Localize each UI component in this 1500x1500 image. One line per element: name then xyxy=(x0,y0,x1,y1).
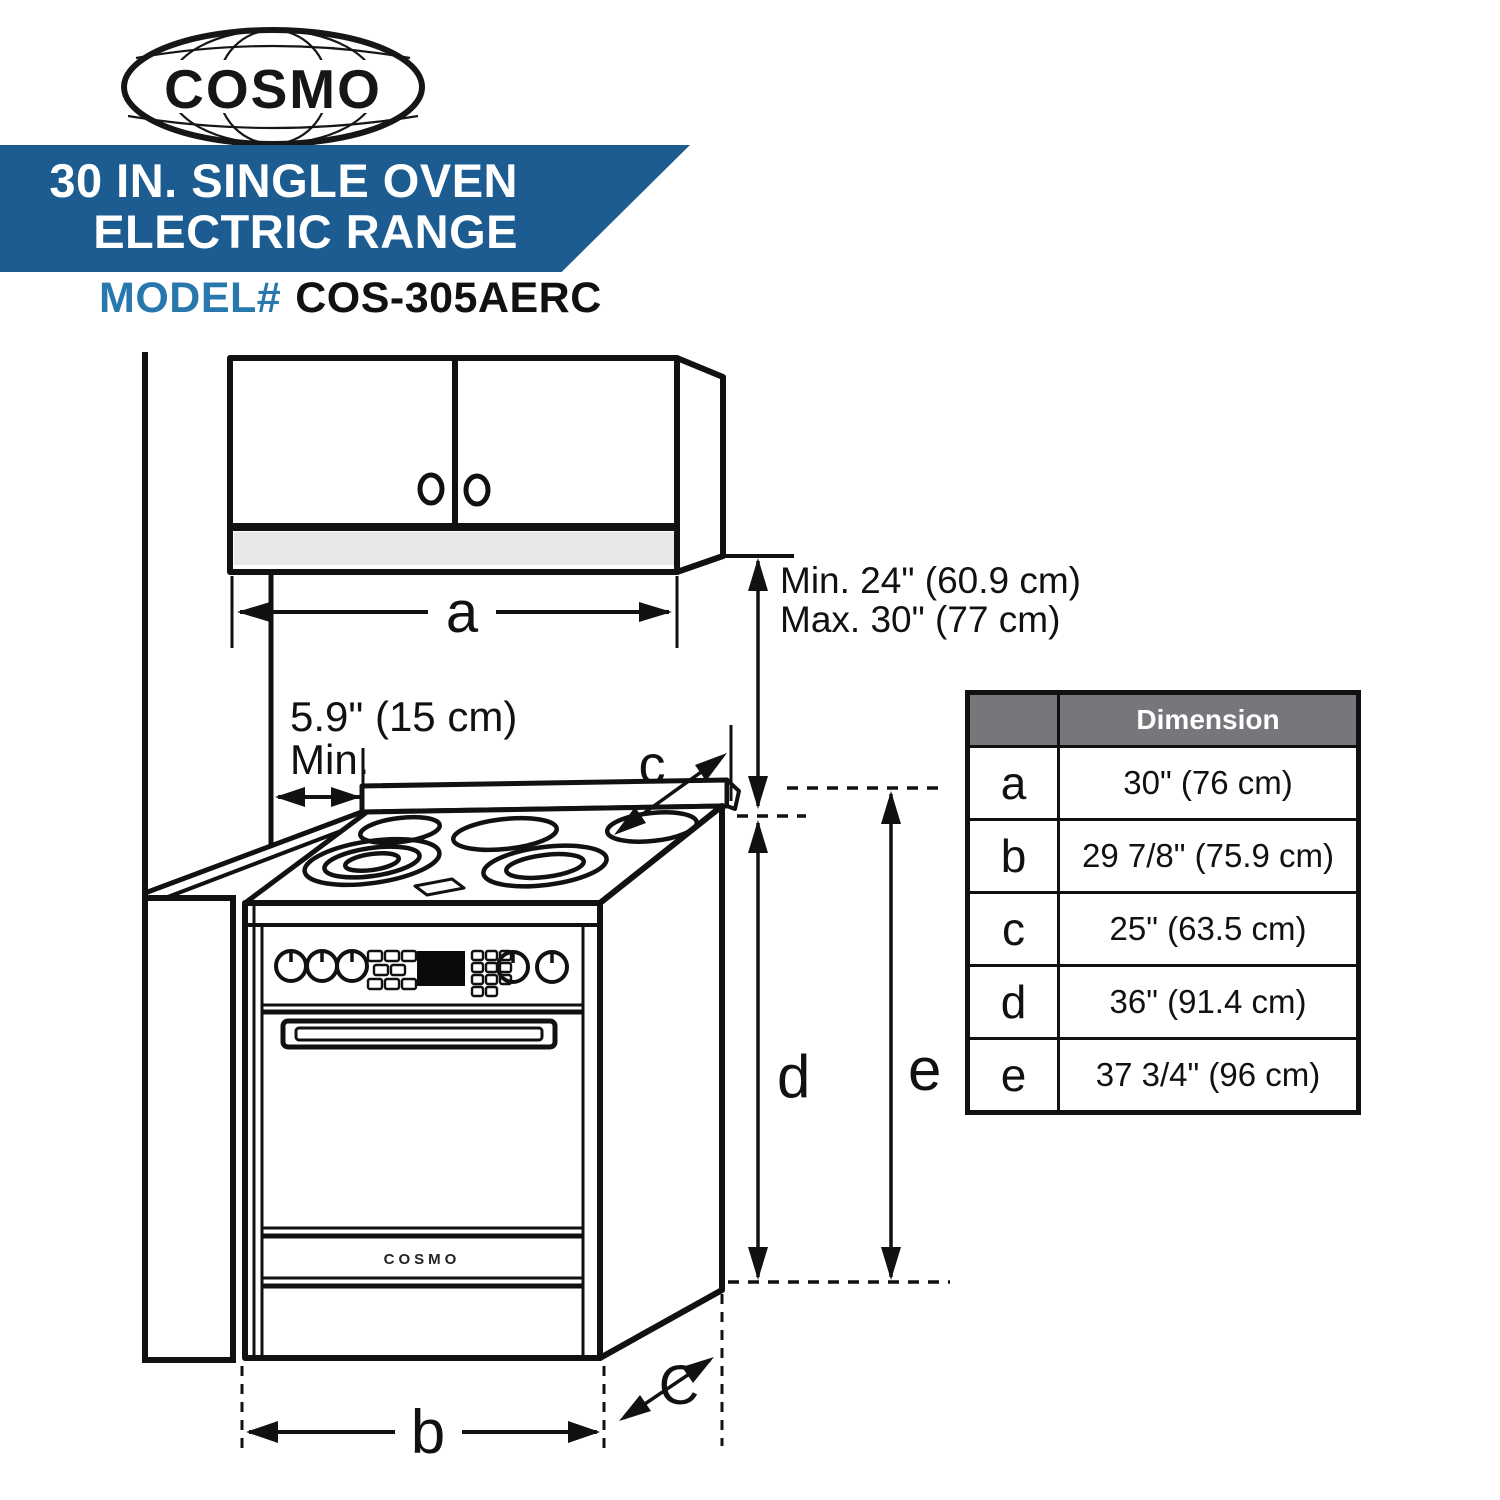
dimension-b xyxy=(240,1366,606,1455)
title-line-2: ELECTRIC RANGE xyxy=(93,205,518,258)
upper-cabinet xyxy=(227,355,726,575)
row-key: a xyxy=(966,745,1060,821)
range-brand-text: COSMO xyxy=(384,1251,461,1268)
dimension-d xyxy=(748,820,768,1280)
storage-drawer xyxy=(262,1276,583,1289)
range-side-panel xyxy=(597,803,725,1361)
left-base-cabinet xyxy=(142,895,236,1363)
oven-door xyxy=(262,1003,583,1239)
row-key: d xyxy=(966,964,1060,1040)
cooktop-center-plate xyxy=(413,877,466,897)
row-key: b xyxy=(966,818,1060,894)
cabinet-knob xyxy=(463,473,491,507)
dimension-c-top xyxy=(614,725,733,835)
table-row: d 36" (91.4 cm) xyxy=(966,964,1360,1040)
cabinet-light-valance xyxy=(234,532,674,565)
model-label: MODEL# xyxy=(99,274,282,322)
dimension-table: Dimension a 30" (76 cm) b 29 7/8" (75.9 … xyxy=(965,690,1361,1115)
row-value: 30" (76 cm) xyxy=(1057,745,1360,821)
dimension-side-clearance xyxy=(275,748,365,813)
logo-text-band xyxy=(158,60,388,113)
row-value: 36" (91.4 cm) xyxy=(1057,964,1360,1040)
dimension-a xyxy=(230,576,679,648)
row-key: c xyxy=(966,891,1060,967)
table-header-row: Dimension xyxy=(966,691,1360,748)
table-row: a 30" (76 cm) xyxy=(966,745,1360,821)
row-value: 29 7/8" (75.9 cm) xyxy=(1057,818,1360,894)
table-row: e 37 3/4" (96 cm) xyxy=(966,1037,1360,1114)
cooktop-burners xyxy=(302,810,700,897)
control-panel xyxy=(274,949,569,998)
oven-door-handle xyxy=(280,1018,558,1050)
control-buttons-right xyxy=(470,949,513,998)
cosmo-logo: COSMO xyxy=(121,27,425,147)
product-title: 30 IN. SINGLE OVEN ELECTRIC RANGE xyxy=(0,155,518,257)
table-row: b 29 7/8" (75.9 cm) xyxy=(966,818,1360,894)
dim-label-c-top: c xyxy=(639,735,666,795)
dim-label-e: e xyxy=(908,1036,941,1103)
dim-label-d: d xyxy=(777,1043,810,1110)
above-clearance-min: Min. 24" (60.9 cm) xyxy=(780,560,1081,601)
dimension-above-clearance xyxy=(723,554,794,809)
table-header-key-cell xyxy=(966,691,1060,748)
table-row: c 25" (63.5 cm) xyxy=(966,891,1360,967)
dim-label-a: a xyxy=(446,580,479,645)
side-clearance-min: Min. xyxy=(290,736,369,783)
dimension-c-bottom xyxy=(619,1294,724,1446)
dim-label-b: b xyxy=(411,1398,445,1467)
control-buttons-left xyxy=(366,949,418,991)
logo-wordmark: COSMO xyxy=(164,58,382,120)
control-display xyxy=(417,951,465,986)
row-value: 25" (63.5 cm) xyxy=(1057,891,1360,967)
model-number: COS-305AERC xyxy=(295,274,602,322)
side-clearance-value: 5.9" (15 cm) xyxy=(290,693,517,740)
model-line: MODEL# COS-305AERC xyxy=(99,274,602,323)
above-clearance-max: Max. 30" (77 cm) xyxy=(780,599,1060,640)
row-value: 37 3/4" (96 cm) xyxy=(1057,1037,1360,1114)
table-header-label: Dimension xyxy=(1057,691,1360,748)
reference-dashes xyxy=(728,786,950,1284)
dimension-e xyxy=(881,791,901,1280)
dim-label-c-bottom: C xyxy=(659,1353,699,1416)
left-countertop xyxy=(144,807,368,905)
title-line-1: 30 IN. SINGLE OVEN xyxy=(49,154,518,207)
cabinet-knob xyxy=(417,472,445,506)
title-banner: 30 IN. SINGLE OVEN ELECTRIC RANGE xyxy=(0,145,690,272)
row-key: e xyxy=(966,1037,1060,1114)
range-drawing xyxy=(242,777,741,1361)
